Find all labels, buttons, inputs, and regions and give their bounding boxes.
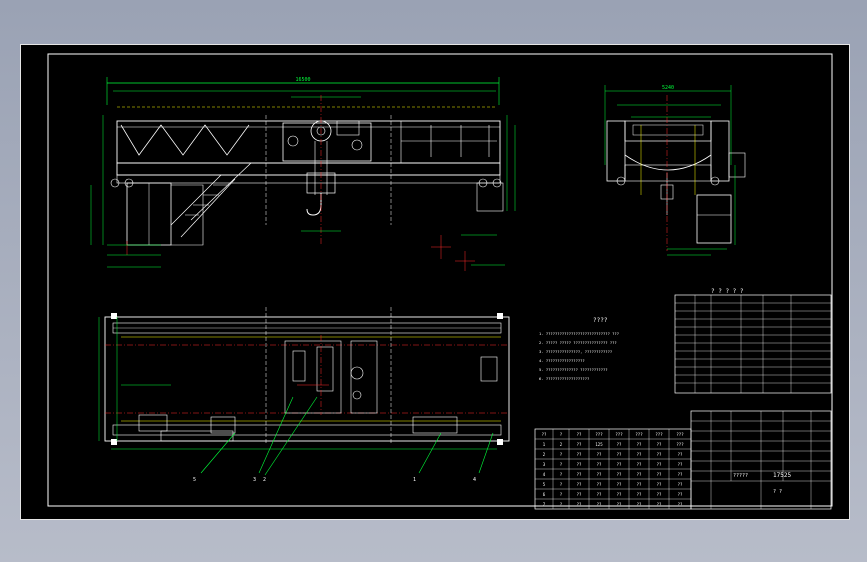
parts-table-cell: ?? (678, 502, 683, 507)
parts-table-cell: ?? (657, 442, 662, 447)
parts-table-cell: ?? (678, 462, 683, 467)
parts-table-cell: ? (560, 492, 563, 497)
parts-table-cell: ?? (597, 502, 602, 507)
parts-table-header: ??? (676, 432, 684, 437)
note-line: 4. ????????????????? (539, 358, 585, 363)
parts-table-header: ?? (577, 432, 582, 437)
parts-table-cell: 1 (543, 442, 546, 447)
parts-table-cell: ?? (597, 452, 602, 457)
balloon-3: 3 (253, 477, 256, 483)
parts-table-header: ??? (595, 432, 603, 437)
parts-table-cell: ?? (678, 452, 683, 457)
parts-table-cell: ?? (678, 482, 683, 487)
parts-table-cell: ?? (577, 472, 582, 477)
notes-title: ???? (593, 317, 608, 324)
parts-table-cell: ? (560, 472, 563, 477)
title-block: ????? 17525 ? ? (690, 410, 832, 510)
parts-table-cell: ? (560, 462, 563, 467)
side-overall-dim: 5240 (662, 85, 674, 91)
parts-table-cell: ?? (577, 462, 582, 467)
tech-spec-table: ? ? ? ? ? (674, 288, 832, 394)
parts-table-cell: ?? (617, 452, 622, 457)
front-overall-dim: 16500 (295, 77, 310, 83)
parts-table-cell: ?? (657, 482, 662, 487)
parts-table-cell: ?? (597, 462, 602, 467)
parts-table-cell: ?? (577, 442, 582, 447)
parts-table-cell: ?? (617, 442, 622, 447)
parts-table-cell: ?? (617, 472, 622, 477)
parts-table-cell: ??? (676, 442, 684, 447)
parts-table-header: ?? (542, 432, 547, 437)
parts-table-cell: ?? (577, 452, 582, 457)
parts-table-header: ??? (635, 432, 643, 437)
parts-table-cell: ?? (577, 482, 582, 487)
parts-table-cell: ?? (637, 472, 642, 477)
parts-table-header: ??? (615, 432, 623, 437)
parts-table-cell: ? (560, 502, 563, 507)
parts-table-header: ? (560, 432, 563, 437)
parts-table-cell: ?? (637, 442, 642, 447)
title-block-scale: ? ? (773, 489, 782, 495)
parts-table-header: ??? (655, 432, 663, 437)
parts-table-cell: 7 (543, 502, 546, 507)
parts-table-cell: ? (560, 452, 563, 457)
plan-view: 5 3 2 1 4 (98, 307, 510, 483)
title-block-code: 17525 (773, 472, 791, 479)
parts-table-cell: ?? (637, 452, 642, 457)
parts-table-cell: ?? (657, 462, 662, 467)
parts-table-cell: ?? (577, 502, 582, 507)
parts-table-cell: ?? (617, 462, 622, 467)
drawing-frame (47, 53, 833, 507)
parts-table-cell: ?? (597, 492, 602, 497)
tech-table-title: ? ? ? ? ? (711, 288, 744, 295)
cad-viewport[interactable]: 16500 (20, 44, 850, 520)
note-line: 1. ???????????????????????????? ??? (539, 331, 619, 336)
balloon-4: 4 (473, 477, 476, 483)
balloon-1: 1 (413, 477, 416, 483)
parts-table-cell: 5 (543, 482, 546, 487)
title-block-drawing-title: ????? (733, 473, 748, 479)
parts-table-cell: ?? (637, 462, 642, 467)
parts-table-cell: ?? (657, 452, 662, 457)
front-view: 16500 (90, 77, 516, 271)
parts-table-cell: ?? (657, 492, 662, 497)
balloon-2: 2 (263, 477, 266, 483)
parts-table-cell: 4 (543, 472, 546, 477)
parts-table-cell: ?? (617, 502, 622, 507)
parts-table-cell: 125 (595, 442, 603, 447)
note-line: 5. ?????????????? ???????????? (539, 367, 608, 372)
parts-table-cell: 2 (543, 452, 546, 457)
parts-table-cell: ?? (637, 492, 642, 497)
side-view: 5240 (604, 85, 746, 256)
parts-table-cell: ?? (657, 472, 662, 477)
parts-table-cell: ?? (657, 502, 662, 507)
parts-table-cell: 6 (543, 492, 546, 497)
parts-table-cell: 2 (560, 442, 563, 447)
parts-table-cell: ? (560, 482, 563, 487)
note-line: 6. ??????????????????? (539, 376, 589, 381)
crane-assembly-drawing: 16500 (47, 53, 833, 510)
parts-table-cell: ?? (597, 482, 602, 487)
parts-table-cell: ?? (597, 472, 602, 477)
parts-table-cell: ?? (577, 492, 582, 497)
note-line: 3. ???????????????, ???????????? (539, 349, 612, 354)
parts-table-cell: 3 (543, 462, 546, 467)
parts-table-cell: ?? (678, 492, 683, 497)
parts-table-cell: ?? (678, 472, 683, 477)
technical-notes: ???? 1. ???????????????????????????? ???… (539, 317, 619, 381)
balloon-5: 5 (193, 477, 196, 483)
parts-table-cell: ?? (617, 492, 622, 497)
parts-table-cell: ?? (637, 502, 642, 507)
parts-table-cell: ?? (617, 482, 622, 487)
parts-table-cell: ?? (637, 482, 642, 487)
note-line: 2. ????? ????? ??????????????? ??? (539, 340, 617, 345)
